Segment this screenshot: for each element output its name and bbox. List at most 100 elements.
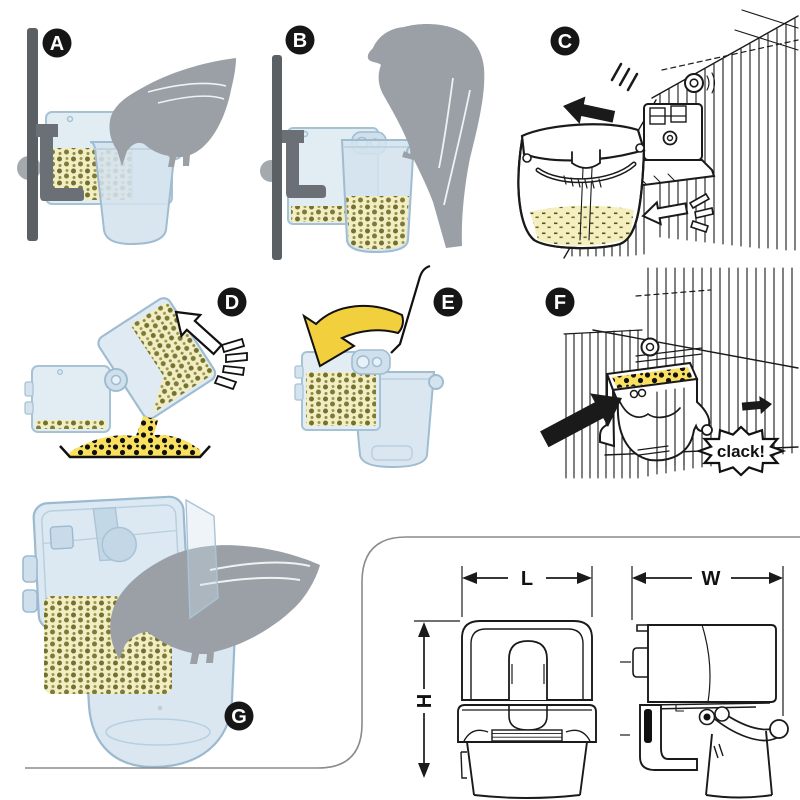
feeder-cup bbox=[89, 141, 177, 246]
handle-grip bbox=[563, 175, 602, 189]
dim-label-width: W bbox=[702, 568, 721, 590]
dim-label-height: H bbox=[414, 694, 436, 708]
leader-line bbox=[390, 264, 431, 354]
dimension-panel: L H bbox=[414, 566, 789, 799]
feeder-back bbox=[31, 365, 111, 433]
perch-knob bbox=[428, 374, 444, 390]
seed-fill bbox=[530, 205, 634, 246]
tilt-arrow-outline bbox=[174, 310, 248, 391]
latch-hole bbox=[356, 355, 370, 369]
side-clip bbox=[24, 401, 34, 415]
feeder-front-cup bbox=[611, 377, 711, 462]
feeder-drawing bbox=[599, 361, 713, 462]
dim-length: L bbox=[462, 568, 592, 590]
side-clip bbox=[22, 589, 38, 613]
seed-fill-cup bbox=[346, 196, 409, 249]
seed-pile bbox=[68, 434, 202, 457]
step-badge-c: C bbox=[550, 26, 580, 56]
front-view: L H bbox=[414, 566, 597, 799]
sound-text: clack! bbox=[717, 442, 765, 461]
step-badge-b: B bbox=[285, 25, 315, 55]
seed-fill-low bbox=[36, 420, 106, 429]
panel-g: G bbox=[22, 495, 321, 769]
step-letter-a: A bbox=[50, 33, 64, 55]
grille-detail bbox=[637, 445, 670, 456]
cup-dot bbox=[157, 705, 163, 711]
hook-slot bbox=[644, 709, 652, 743]
latch-hole bbox=[371, 356, 383, 368]
mounting-hook bbox=[282, 130, 326, 198]
step-badge-d: D bbox=[217, 287, 247, 317]
divider-line bbox=[25, 536, 800, 769]
seed-tray bbox=[59, 445, 211, 459]
cage-screw-knob bbox=[684, 72, 716, 94]
wing-detail bbox=[438, 77, 471, 206]
step-letter-d: D bbox=[225, 292, 239, 314]
feeder-cup-drawing bbox=[517, 123, 646, 250]
seed-fill bbox=[306, 372, 376, 426]
cage-screw-knob bbox=[640, 337, 660, 357]
panel-d: D bbox=[24, 287, 248, 459]
step-badge-a: A bbox=[42, 28, 72, 58]
cage-rail-dashed bbox=[635, 289, 711, 297]
side-view: W bbox=[620, 566, 789, 799]
hanger-hole bbox=[57, 369, 64, 376]
panel-b: B bbox=[260, 24, 485, 260]
hinge-pin bbox=[110, 374, 122, 386]
seed-fill-top bbox=[612, 367, 693, 388]
seed-fill bbox=[130, 303, 213, 414]
bird-silhouette-perched bbox=[367, 24, 485, 248]
step-letter-f: F bbox=[554, 292, 566, 314]
perch-knob bbox=[701, 424, 713, 436]
bird-silhouette-feeding bbox=[110, 545, 321, 664]
hook-profile bbox=[639, 704, 698, 771]
dim-height: H bbox=[414, 622, 436, 778]
funnel-hole bbox=[101, 526, 138, 563]
mounting-bar bbox=[27, 28, 38, 241]
mounting-bar bbox=[272, 55, 282, 260]
cage-rail-dashed bbox=[661, 39, 799, 71]
front-drawing bbox=[457, 620, 597, 799]
side-clip bbox=[294, 365, 304, 379]
step-letter-e: E bbox=[441, 292, 454, 314]
removal-arrow bbox=[563, 62, 639, 124]
speed-lines bbox=[610, 62, 639, 92]
panel-e: E bbox=[294, 264, 463, 469]
step-badge-g: G bbox=[224, 701, 254, 731]
hanger-hole bbox=[66, 115, 74, 123]
panel-c: C bbox=[517, 9, 799, 259]
wing-detail bbox=[199, 561, 311, 586]
mounting-hook bbox=[36, 124, 84, 201]
speed-fan bbox=[213, 337, 248, 391]
bird-silhouette-pecking bbox=[109, 58, 236, 167]
step-letter-c: C bbox=[558, 31, 572, 53]
hopper-side-face bbox=[185, 498, 219, 620]
side-clip bbox=[294, 383, 304, 401]
wires-over-feeder bbox=[656, 387, 685, 469]
cage-door-edge bbox=[734, 9, 799, 51]
panel-a: A bbox=[17, 28, 236, 246]
mounting-bracket-drawing bbox=[622, 103, 716, 188]
step-letter-b: B bbox=[293, 30, 307, 52]
perch-knob bbox=[769, 719, 789, 739]
panel-f: clack! F bbox=[540, 267, 799, 479]
step-badge-e: E bbox=[433, 287, 463, 317]
side-clip bbox=[24, 381, 34, 397]
push-arrow bbox=[540, 393, 622, 448]
speed-fan bbox=[688, 192, 714, 234]
sound-burst: clack! bbox=[695, 425, 787, 477]
side-drawing bbox=[620, 624, 789, 799]
insertion-arrow-outline bbox=[641, 192, 714, 234]
rim-notch bbox=[571, 149, 601, 169]
small-arrow bbox=[741, 396, 772, 415]
cup-bottom bbox=[105, 718, 211, 746]
wing-detail bbox=[147, 82, 227, 104]
step-badge-f: F bbox=[545, 287, 575, 317]
cup-rim-scallop bbox=[619, 401, 681, 419]
inner-clip bbox=[49, 525, 74, 550]
side-clip bbox=[22, 555, 38, 583]
fill-arrow-yellow bbox=[302, 304, 404, 368]
cup-base-detail bbox=[371, 445, 413, 461]
